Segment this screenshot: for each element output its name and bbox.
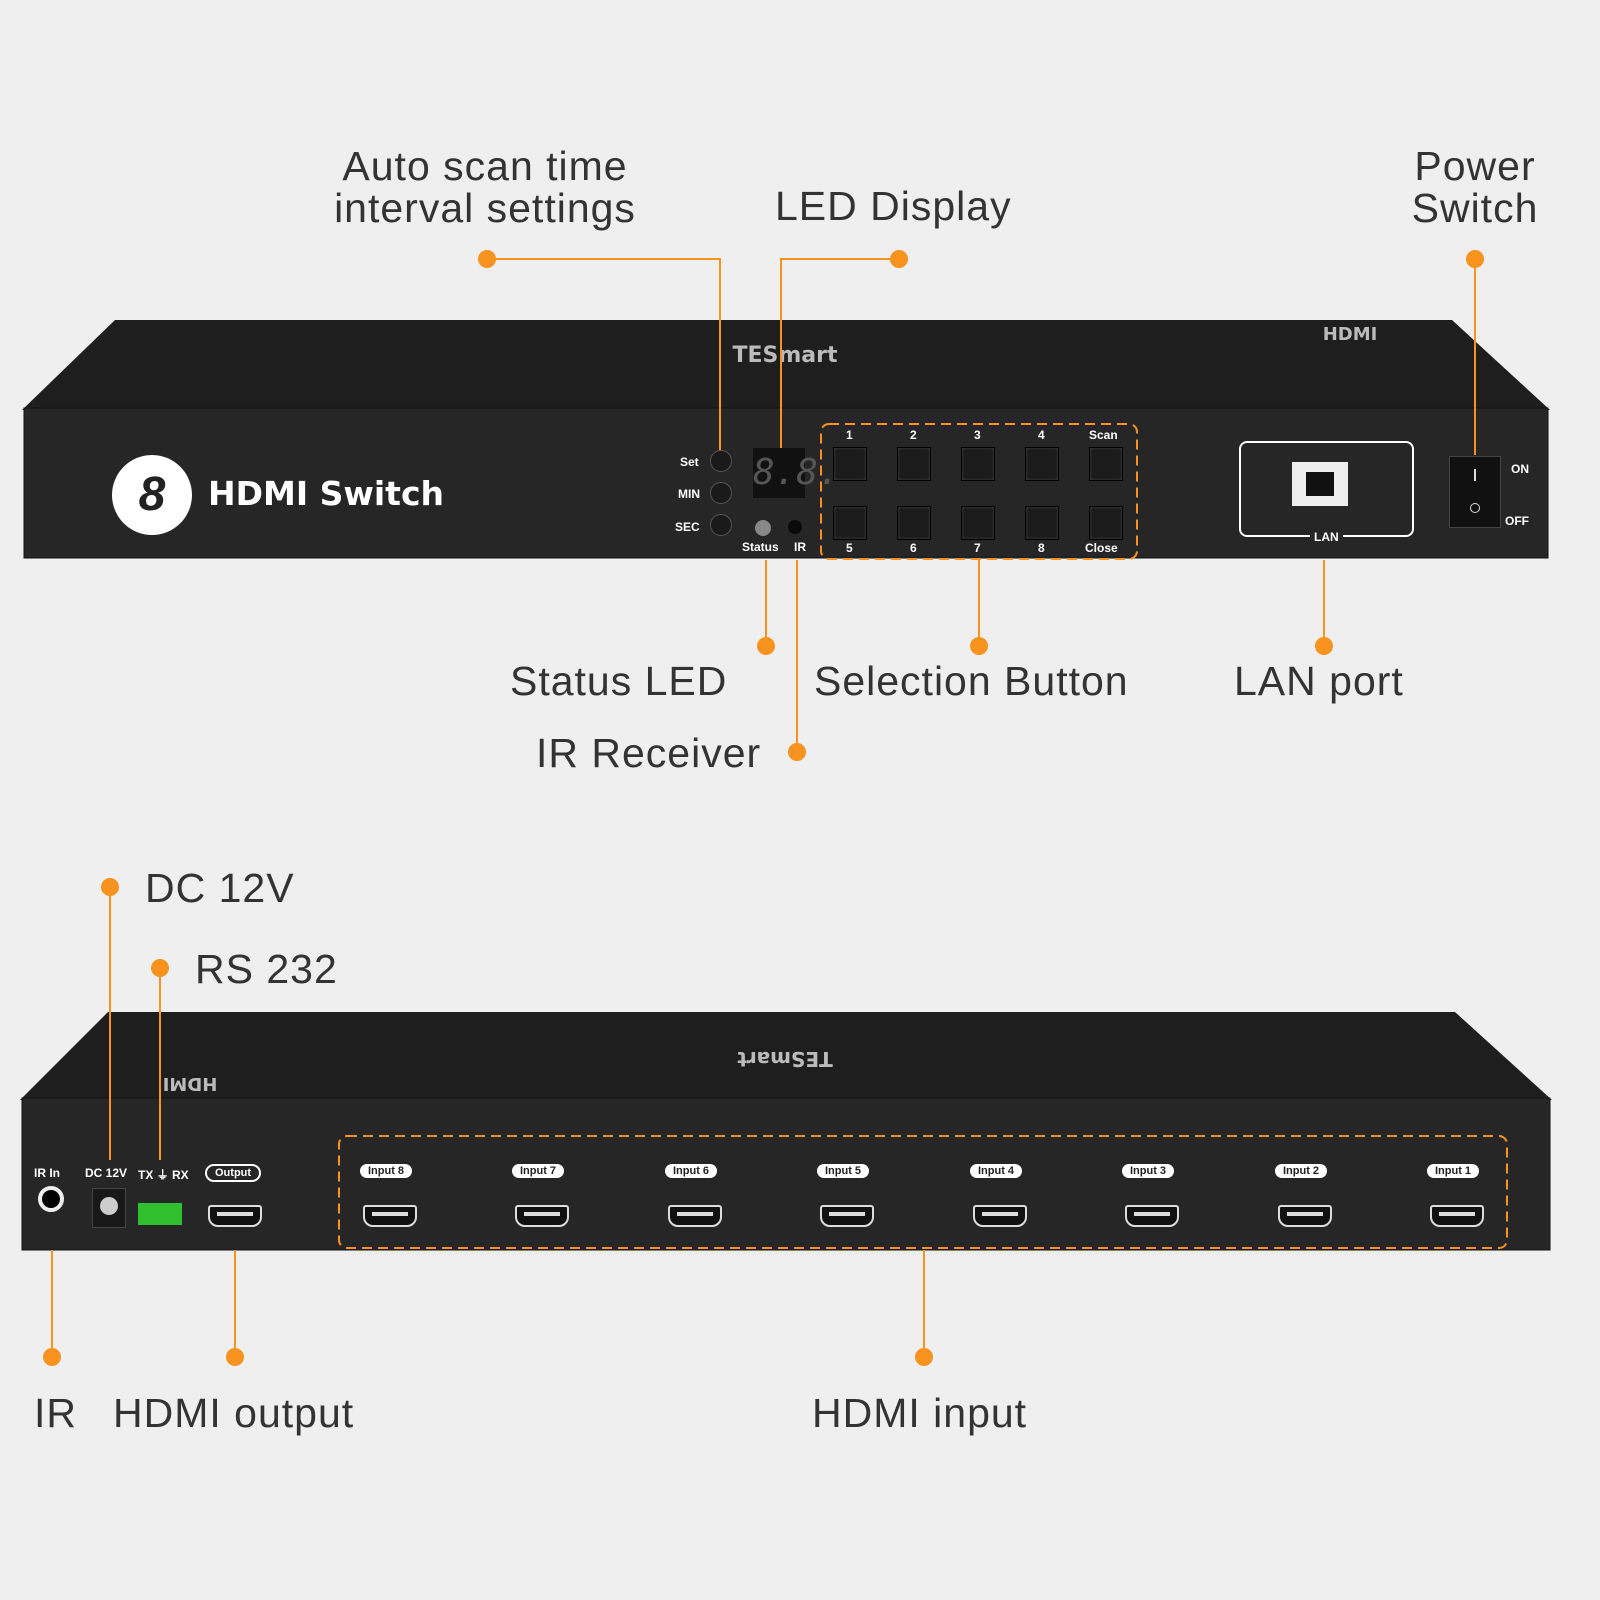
- callout-power-switch: Power Switch: [1400, 145, 1550, 229]
- front-unit-top: [22, 320, 1550, 410]
- callout-status-led: Status LED: [510, 658, 728, 704]
- select-button-2[interactable]: [897, 447, 931, 481]
- select-button-1[interactable]: [833, 447, 867, 481]
- callout-auto-scan-line2: interval settings: [334, 185, 636, 231]
- callout-lan-port: LAN port: [1234, 658, 1404, 704]
- input-4-label: Input 4: [970, 1164, 1023, 1178]
- button-6-label: 6: [910, 541, 917, 555]
- lan-port[interactable]: [1292, 462, 1348, 506]
- button-2-label: 2: [910, 428, 917, 442]
- hdmi-input-3-port[interactable]: [1125, 1205, 1179, 1227]
- dc-plug-icon: [100, 1197, 118, 1215]
- callout-lines: [51, 258, 1476, 1357]
- hdmi-logo-top: HDMI: [1323, 324, 1378, 345]
- callout-power-line2: Switch: [1411, 185, 1539, 231]
- close-label: Close: [1085, 541, 1118, 555]
- scan-button[interactable]: [1089, 447, 1123, 481]
- hdmi-input-6-port[interactable]: [668, 1205, 722, 1227]
- callout-auto-scan-line1: Auto scan time: [342, 143, 628, 189]
- sec-label: SEC: [675, 520, 700, 534]
- callout-led-display: LED Display: [775, 183, 1012, 229]
- button-7-label: 7: [974, 541, 981, 555]
- output-label: Output: [205, 1164, 262, 1182]
- input-8-label: Input 8: [360, 1164, 413, 1178]
- power-on-icon: [1474, 469, 1476, 481]
- select-button-6[interactable]: [897, 506, 931, 540]
- dc12v-jack[interactable]: [92, 1188, 126, 1228]
- led-display: 8.8.: [753, 448, 840, 498]
- selection-button-group: [820, 423, 1138, 560]
- hdmi-input-1-port[interactable]: [1430, 1205, 1484, 1227]
- rear-unit-top: [20, 1012, 1552, 1100]
- scan-label: Scan: [1089, 428, 1118, 442]
- select-button-5[interactable]: [833, 506, 867, 540]
- status-led-icon: [755, 520, 771, 536]
- hdmi-output-port[interactable]: [208, 1205, 262, 1227]
- dc12v-label: DC 12V: [85, 1166, 128, 1180]
- callout-ir-receiver: IR Receiver: [536, 730, 762, 776]
- input-1-label: Input 1: [1427, 1164, 1480, 1178]
- product-name: HDMI Switch: [208, 474, 445, 513]
- lan-socket-icon: [1306, 472, 1334, 496]
- input-2-label: Input 2: [1275, 1164, 1328, 1178]
- select-button-7[interactable]: [961, 506, 995, 540]
- on-label: ON: [1511, 462, 1529, 476]
- callout-hdmi-output: HDMI output: [113, 1390, 355, 1436]
- ir-in-jack[interactable]: [38, 1186, 64, 1212]
- min-button[interactable]: [710, 482, 732, 504]
- lan-label: LAN: [1310, 530, 1343, 544]
- callout-auto-scan: Auto scan time interval settings: [320, 145, 650, 229]
- callout-ir: IR: [34, 1390, 77, 1436]
- button-1-label: 1: [846, 428, 853, 442]
- tesmart-logo-rear: TESmart: [737, 1047, 833, 1071]
- button-8-label: 8: [1038, 541, 1045, 555]
- hdmi-input-group: [338, 1135, 1508, 1249]
- hdmi-input-2-port[interactable]: [1278, 1205, 1332, 1227]
- tesmart-logo-top: TESmart: [732, 343, 837, 368]
- hdmi-input-5-port[interactable]: [820, 1205, 874, 1227]
- ir-in-label: IR In: [34, 1166, 60, 1180]
- callout-power-line1: Power: [1414, 143, 1536, 189]
- close-button[interactable]: [1089, 506, 1123, 540]
- select-button-8[interactable]: [1025, 506, 1059, 540]
- button-3-label: 3: [974, 428, 981, 442]
- input-3-label: Input 3: [1122, 1164, 1175, 1178]
- callout-dc12v: DC 12V: [145, 865, 295, 911]
- input-7-label: Input 7: [512, 1164, 565, 1178]
- hdmi-input-4-port[interactable]: [973, 1205, 1027, 1227]
- rs232-label: TX ⏚ RX: [138, 1168, 189, 1182]
- select-button-3[interactable]: [961, 447, 995, 481]
- hdmi-input-8-port[interactable]: [363, 1205, 417, 1227]
- callout-selection-button: Selection Button: [814, 658, 1129, 704]
- callout-hdmi-input: HDMI input: [812, 1390, 1028, 1436]
- set-label: Set: [680, 455, 699, 469]
- callout-rs232: RS 232: [195, 946, 338, 992]
- power-switch[interactable]: [1449, 456, 1501, 528]
- button-5-label: 5: [846, 541, 853, 555]
- product-badge-icon: 8: [112, 455, 192, 535]
- min-label: MIN: [678, 487, 700, 501]
- off-label: OFF: [1505, 514, 1529, 528]
- ir-label: IR: [794, 540, 806, 554]
- button-4-label: 4: [1038, 428, 1045, 442]
- set-button[interactable]: [710, 450, 732, 472]
- ir-receiver-icon: [788, 520, 802, 534]
- hdmi-input-7-port[interactable]: [515, 1205, 569, 1227]
- callout-dots: [43, 250, 1484, 1366]
- input-5-label: Input 5: [817, 1164, 870, 1178]
- power-off-icon: [1470, 503, 1480, 513]
- hdmi-logo-rear: HDMI: [163, 1073, 218, 1094]
- rs232-terminal[interactable]: [138, 1203, 182, 1225]
- status-label: Status: [742, 540, 779, 554]
- sec-button[interactable]: [710, 514, 732, 536]
- input-6-label: Input 6: [665, 1164, 718, 1178]
- select-button-4[interactable]: [1025, 447, 1059, 481]
